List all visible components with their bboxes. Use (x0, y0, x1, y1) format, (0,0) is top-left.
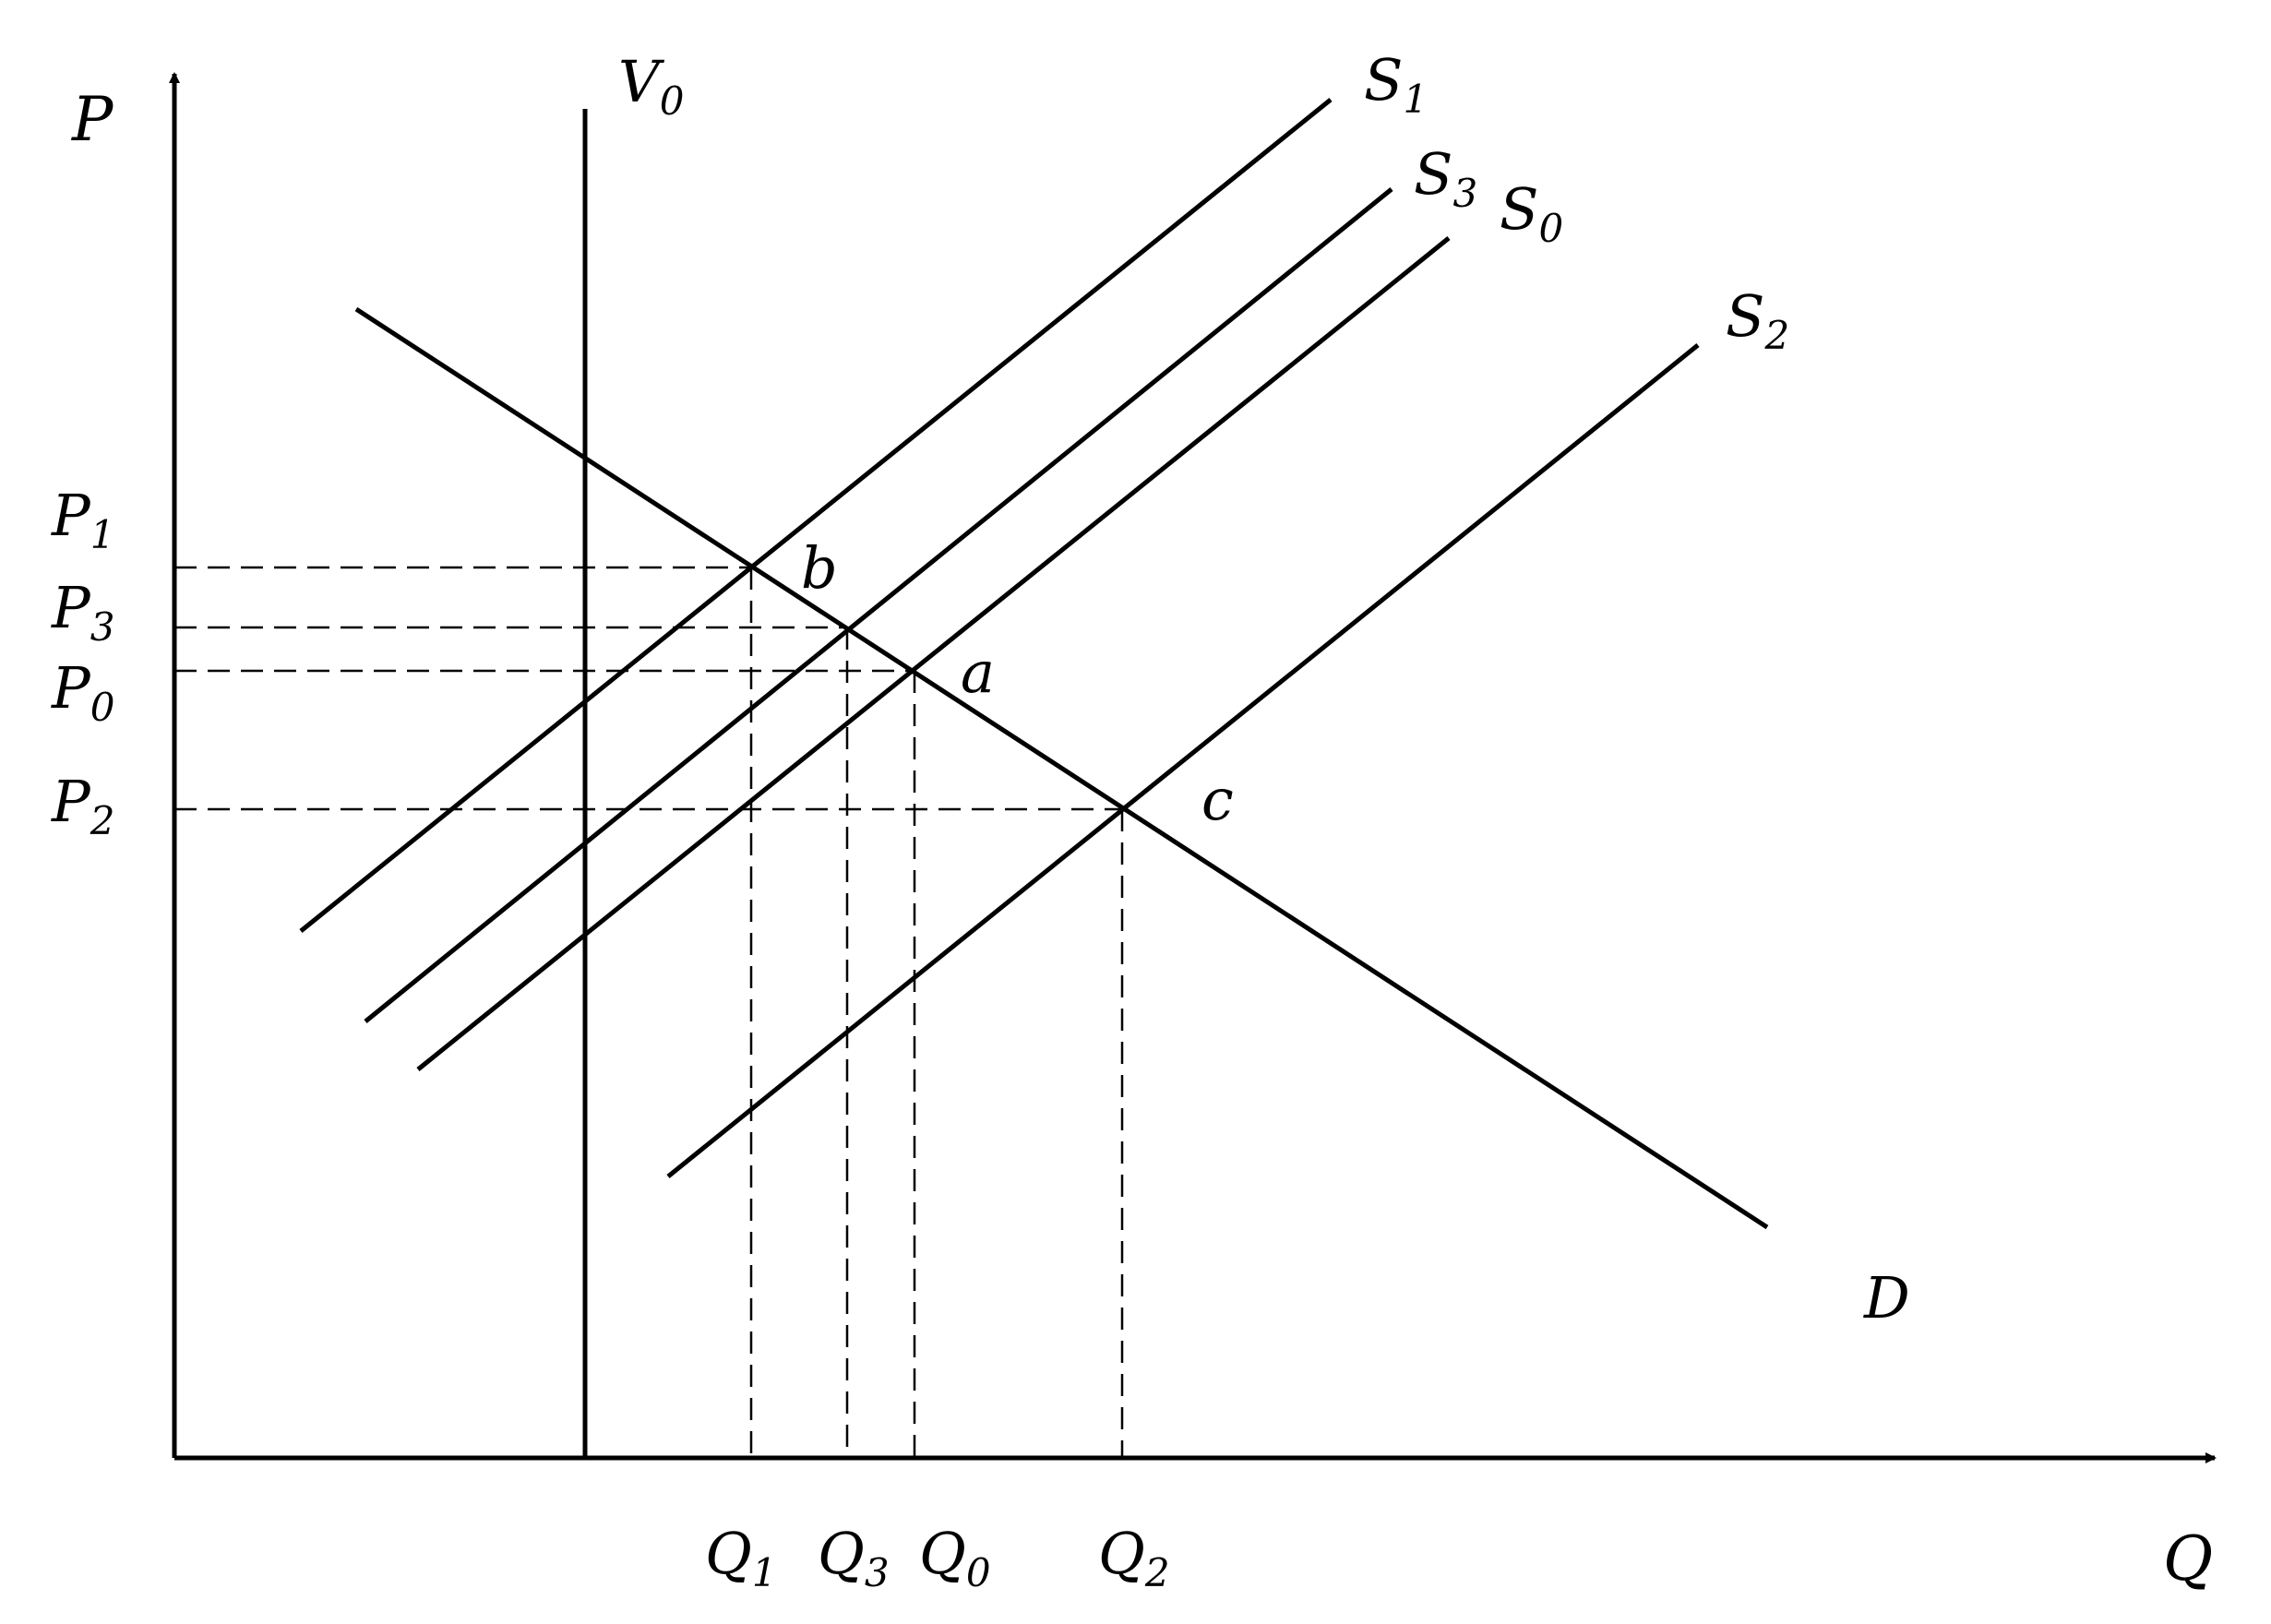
tick-p2: P2 (51, 768, 114, 843)
label-d: D (1863, 1264, 1910, 1331)
tick-q2: Q2 (1098, 1520, 1170, 1595)
curve-s3 (364, 187, 1393, 1023)
label-s1: S1 (1364, 46, 1428, 122)
curve-s2 (666, 343, 1700, 1178)
point-c-label: c (1201, 766, 1234, 833)
quantity-tick-labels: Q1 Q3 Q0 Q2 (705, 1520, 1170, 1595)
point-labels: b a c (801, 534, 1234, 833)
label-s3: S3 (1414, 140, 1477, 216)
tick-p0: P0 (51, 654, 114, 730)
label-v0: V0 (618, 48, 685, 124)
price-tick-labels: P1 P3 P0 P2 (51, 482, 114, 843)
axes (169, 72, 2217, 1463)
tick-p1: P1 (51, 482, 114, 557)
tick-q3: Q3 (818, 1520, 890, 1595)
x-axis-label: Q (2163, 1523, 2213, 1594)
curve-d (354, 306, 1769, 1230)
curve-s0 (416, 236, 1451, 1071)
label-s0: S0 (1500, 175, 1563, 251)
point-b-label: b (801, 534, 838, 602)
curve-s1 (299, 98, 1333, 933)
tick-p3: P3 (51, 574, 114, 650)
guide-lines (174, 566, 1124, 1458)
axis-titles: P Q (71, 84, 2213, 1594)
y-axis-label: P (71, 84, 114, 155)
curve-labels: V0 S1 S3 S0 S2 D (618, 46, 1910, 1331)
point-a-label: a (961, 639, 995, 706)
curves (299, 98, 1769, 1458)
label-s2: S2 (1726, 282, 1789, 358)
tick-q1: Q1 (705, 1520, 777, 1595)
tick-q0: Q0 (919, 1520, 991, 1595)
